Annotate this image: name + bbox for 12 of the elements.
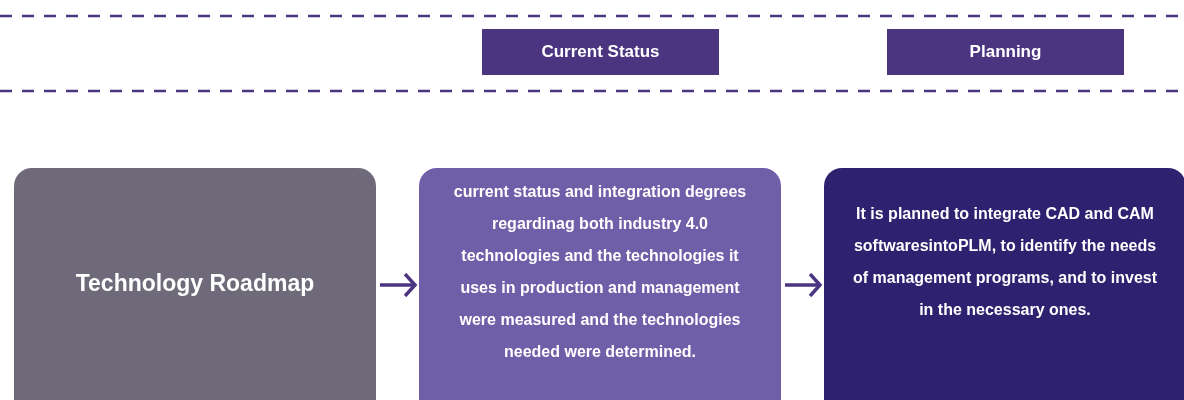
box-text: current status and integration degrees regardinag both industry 4.0 technologies and the technologies it uses in production and management were measured and the technologies needed were determined. [452,182,748,362]
header-box [887,29,1124,75]
box-text: It is planned to integrate CAD and CAM softwaresintoPLM, to identify the needs of management programs, and to invest in the necessary ones. [851,204,1159,320]
box-text: Planning [969,41,1042,64]
box-text: Current Status [541,41,660,64]
header-box [482,29,719,75]
arrow [785,272,822,298]
process-box [14,168,376,400]
box-text: Technology Roadmap [75,268,315,298]
process-box [419,168,781,400]
process-box [824,168,1184,400]
arrow [380,272,417,298]
